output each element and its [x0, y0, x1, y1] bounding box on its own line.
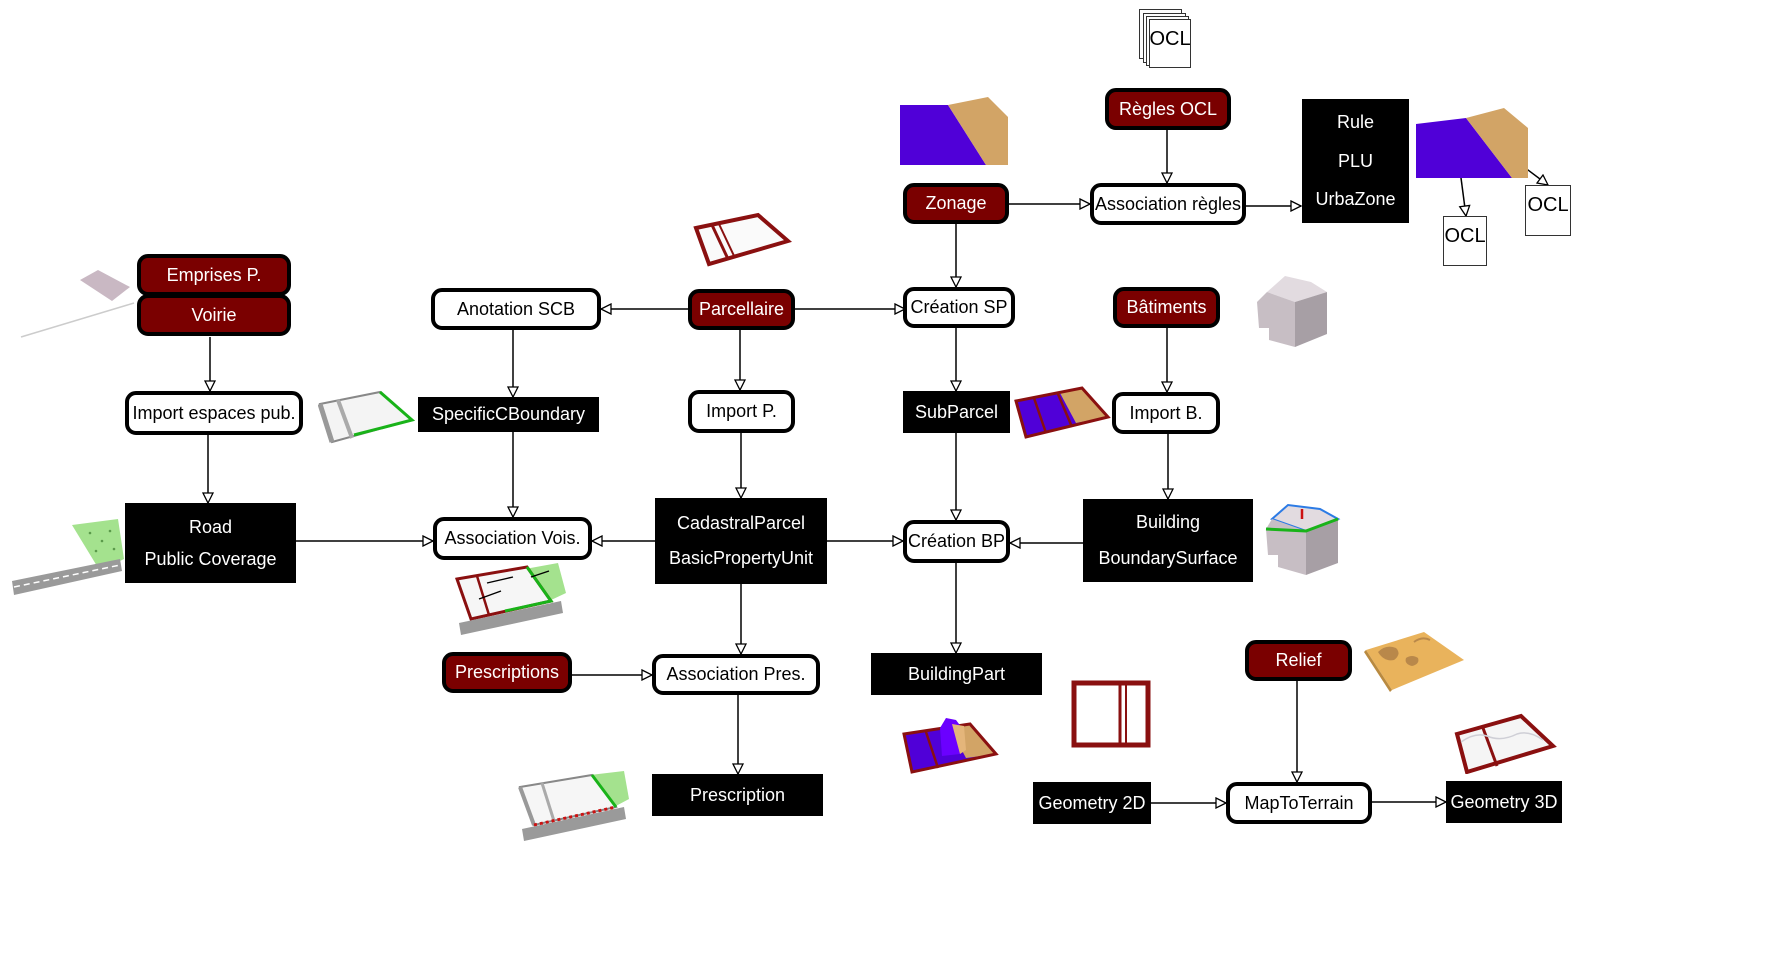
ocl-stack-front: OCL: [1149, 19, 1191, 68]
source-prescriptions: Prescriptions: [442, 652, 572, 693]
class-rule-block: Rule PLU UrbaZone: [1302, 99, 1409, 223]
ocl-box-a: OCL: [1443, 216, 1487, 266]
class-cadastral: CadastralParcel BasicPropertyUnit: [655, 498, 827, 584]
subparcel-icon: [1014, 386, 1111, 439]
sidewalk-icon: [20, 270, 135, 338]
relief-terrain-icon: [1364, 632, 1464, 692]
class-prescription: Prescription: [652, 774, 823, 816]
building-block-icon: [1257, 276, 1327, 347]
source-emprises: Emprises P.: [137, 254, 291, 296]
class-sub-parcel: SubParcel: [903, 391, 1010, 433]
prescription-parcel-icon: [518, 771, 629, 841]
source-relief: Relief: [1245, 640, 1352, 681]
class-basic-property-unit: BasicPropertyUnit: [668, 548, 814, 569]
process-anotation-scb: Anotation SCB: [431, 288, 601, 330]
class-cadastral-parcel: CadastralParcel: [676, 513, 806, 534]
parcel-frame-icon: [1071, 680, 1151, 748]
class-specific-c-boundary: SpecificCBoundary: [418, 397, 599, 432]
ocl-box-b: OCL: [1525, 185, 1571, 236]
zoning-plane-icon: [900, 97, 1008, 165]
process-creation-sp: Création SP: [903, 287, 1015, 328]
class-building: Building BoundarySurface: [1083, 499, 1253, 582]
class-plu: PLU: [1337, 150, 1373, 171]
road-green-icon: [12, 519, 124, 595]
parcel-outline-icon: [693, 212, 792, 267]
zoning-ocl-icon: [1416, 108, 1528, 178]
process-association-regles: Association règles: [1090, 183, 1246, 225]
source-zonage: Zonage: [903, 183, 1009, 224]
class-boundary-surface: BoundarySurface: [1098, 547, 1238, 568]
process-association-pres: Association Pres.: [652, 654, 820, 695]
class-road: Road Public Coverage: [125, 503, 296, 583]
parcel-3d-icon: [1454, 713, 1557, 774]
process-import-espaces: Import espaces pub.: [125, 391, 303, 435]
process-association-vois: Association Vois.: [433, 517, 592, 560]
process-import-b: Import B.: [1112, 392, 1220, 434]
neighborhood-parcel-icon: [454, 563, 566, 635]
building-part-icon: [902, 718, 999, 774]
source-regles-ocl: Règles OCL: [1105, 88, 1231, 130]
parcel-green-boundary-icon: [318, 390, 416, 444]
class-urbazone: UrbaZone: [1315, 189, 1396, 210]
class-building-part: BuildingPart: [871, 653, 1042, 695]
class-geometry-3d: Geometry 3D: [1446, 781, 1562, 823]
source-batiments: Bâtiments: [1113, 287, 1220, 328]
class-rule: Rule: [1336, 111, 1375, 132]
source-parcellaire: Parcellaire: [688, 289, 795, 330]
class-geometry-2d: Geometry 2D: [1033, 782, 1151, 824]
building-boundary-icon: [1265, 503, 1341, 575]
source-voirie: Voirie: [137, 294, 291, 336]
process-map-to-terrain: MapToTerrain: [1226, 782, 1372, 824]
process-import-p: Import P.: [688, 390, 795, 433]
class-building-label: Building: [1135, 512, 1201, 533]
class-road-line-2: Public Coverage: [144, 548, 277, 569]
process-creation-bp: Création BP: [903, 520, 1010, 563]
class-road-line-1: Road: [188, 516, 233, 537]
